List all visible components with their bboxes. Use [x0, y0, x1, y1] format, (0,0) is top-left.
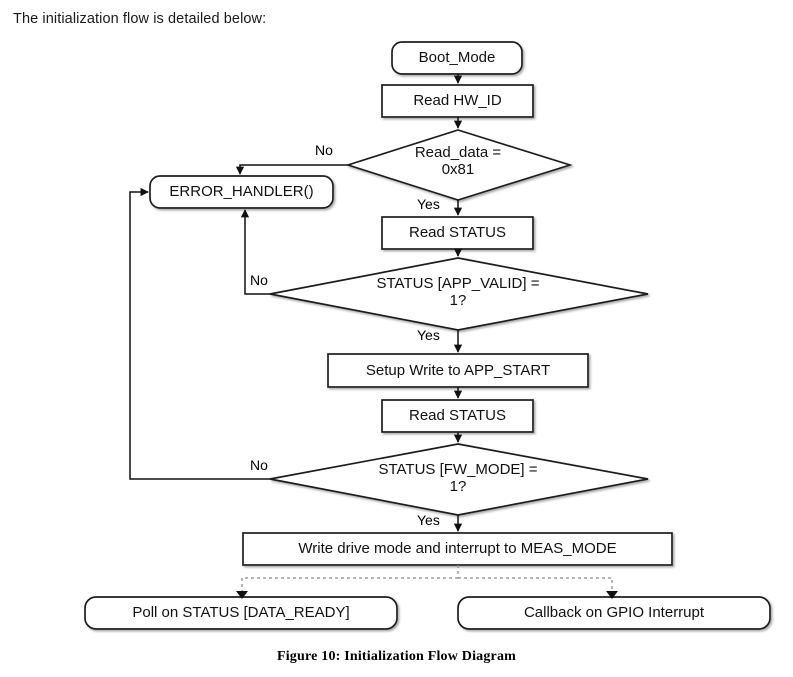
edge-label-no-app-valid: No — [250, 272, 268, 288]
node-read-hw-id[interactable] — [381, 84, 534, 118]
edge-label-yes-fw-mode: Yes — [417, 512, 440, 528]
node-write-meas-mode[interactable] — [242, 532, 673, 566]
edge-label-yes-hw-id: Yes — [417, 196, 440, 212]
node-callback-gpio[interactable] — [457, 596, 771, 630]
edge-writemeas-to-callbackgpio — [458, 577, 613, 591]
edge-checkfwmode-no-to-errorhandler — [129, 187, 270, 480]
node-poll-status[interactable] — [84, 596, 398, 630]
edge-checkhwid-no-to-errorhandler — [235, 164, 348, 175]
node-read-status-2[interactable] — [381, 399, 534, 433]
edge-label-no-fw-mode: No — [250, 457, 268, 473]
node-error-handler[interactable] — [149, 175, 334, 209]
edge-label-no-hw-id: No — [315, 142, 333, 158]
node-check-hw-id[interactable] — [345, 129, 573, 201]
edge-checkappvalid-no-to-errorhandler — [240, 209, 270, 295]
arrowhead-pollstatus — [236, 591, 248, 599]
figure-caption: Figure 10: Initialization Flow Diagram — [276, 649, 517, 664]
node-check-fw-mode[interactable] — [269, 443, 649, 516]
node-read-status-1[interactable] — [381, 216, 534, 250]
node-boot-mode[interactable] — [391, 41, 523, 75]
edge-label-yes-app-valid: Yes — [417, 327, 440, 343]
node-check-app-valid[interactable] — [269, 257, 649, 331]
intro-paragraph: The initialization flow is detailed belo… — [13, 11, 267, 27]
node-setup-write-app-start[interactable] — [327, 353, 589, 388]
edge-writemeas-to-pollstatus — [241, 577, 458, 591]
arrowhead-callbackgpio — [606, 591, 618, 599]
